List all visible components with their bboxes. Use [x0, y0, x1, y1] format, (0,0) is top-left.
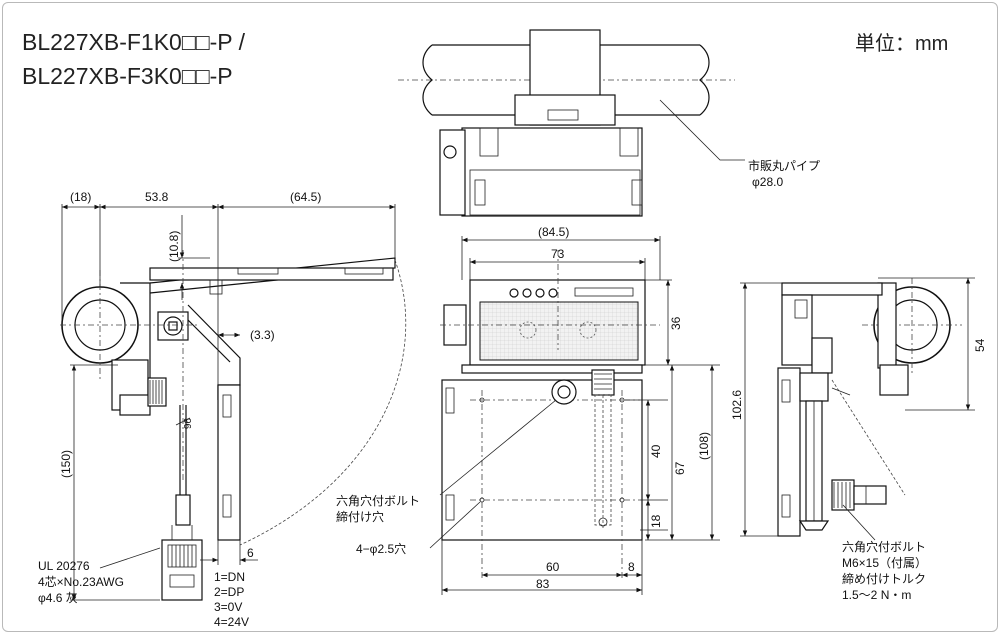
front-bolt-label-2: 締付け穴: [336, 509, 384, 524]
cable-spec-2: 4芯×No.23AWG: [38, 575, 124, 589]
title-line-2: BL227XB-F3K0□□-P: [22, 63, 233, 89]
top-view: 市販丸パイプ φ28.0: [398, 29, 820, 217]
cable-spec-1: UL 20276: [38, 559, 90, 573]
dim-54: 54: [973, 338, 987, 352]
pipe-label-1: 市販丸パイプ: [748, 158, 820, 173]
dim-102-6: 102.6: [730, 390, 744, 420]
dim-108: (108): [697, 432, 711, 460]
dim-8: 8: [628, 560, 635, 574]
dim-18-front: 18: [649, 514, 663, 528]
dim-83: 83: [536, 577, 550, 591]
dim-18: (18): [70, 190, 91, 204]
cable-mark: 96: [181, 418, 192, 430]
dim-53-8: 53.8: [145, 190, 169, 204]
dim-150: (150): [59, 450, 73, 478]
right-bolt-label-1: 六角穴付ボルト: [842, 539, 926, 554]
right-bolt-label-2: M6×15（付属）: [842, 556, 927, 570]
dim-36: 36: [669, 316, 683, 330]
right-side-view: 54 102.6 六角穴付ボルト M6×15（付属） 締め付けトルク 1.5〜2…: [730, 277, 987, 602]
pipe-label-2: φ28.0: [752, 175, 783, 189]
left-side-view: (18) 53.8 (64.5) (10.8) (3.3) (150) 6 96…: [38, 190, 407, 629]
cable-spec-3: φ4.6 灰: [38, 591, 78, 605]
dim-3-3: (3.3): [250, 328, 275, 342]
right-bolt-label-4: 1.5〜2 N・m: [842, 588, 911, 602]
dim-40: 40: [649, 444, 663, 458]
right-bolt-label-3: 締め付けトルク: [842, 571, 926, 586]
dim-67: 67: [673, 461, 687, 475]
pin-1: 1=DN: [214, 570, 245, 584]
title-line-1: BL227XB-F1K0□□-P /: [22, 29, 246, 55]
pin-3: 3=0V: [214, 600, 242, 614]
dim-64-5: (64.5): [290, 190, 321, 204]
dim-10-8: (10.8): [167, 231, 181, 262]
pin-4: 4=24V: [214, 615, 249, 629]
unit-label: 単位：mm: [855, 32, 948, 55]
pin-2: 2=DP: [214, 585, 244, 599]
dim-6: 6: [247, 546, 254, 560]
front-view: (84.5) 73 36: [336, 225, 720, 595]
dim-60: 60: [546, 560, 560, 574]
dim-84-5: (84.5): [538, 225, 569, 239]
hole-label: 4−φ2.5穴: [356, 541, 406, 556]
front-bolt-label-1: 六角穴付ボルト: [336, 493, 420, 508]
